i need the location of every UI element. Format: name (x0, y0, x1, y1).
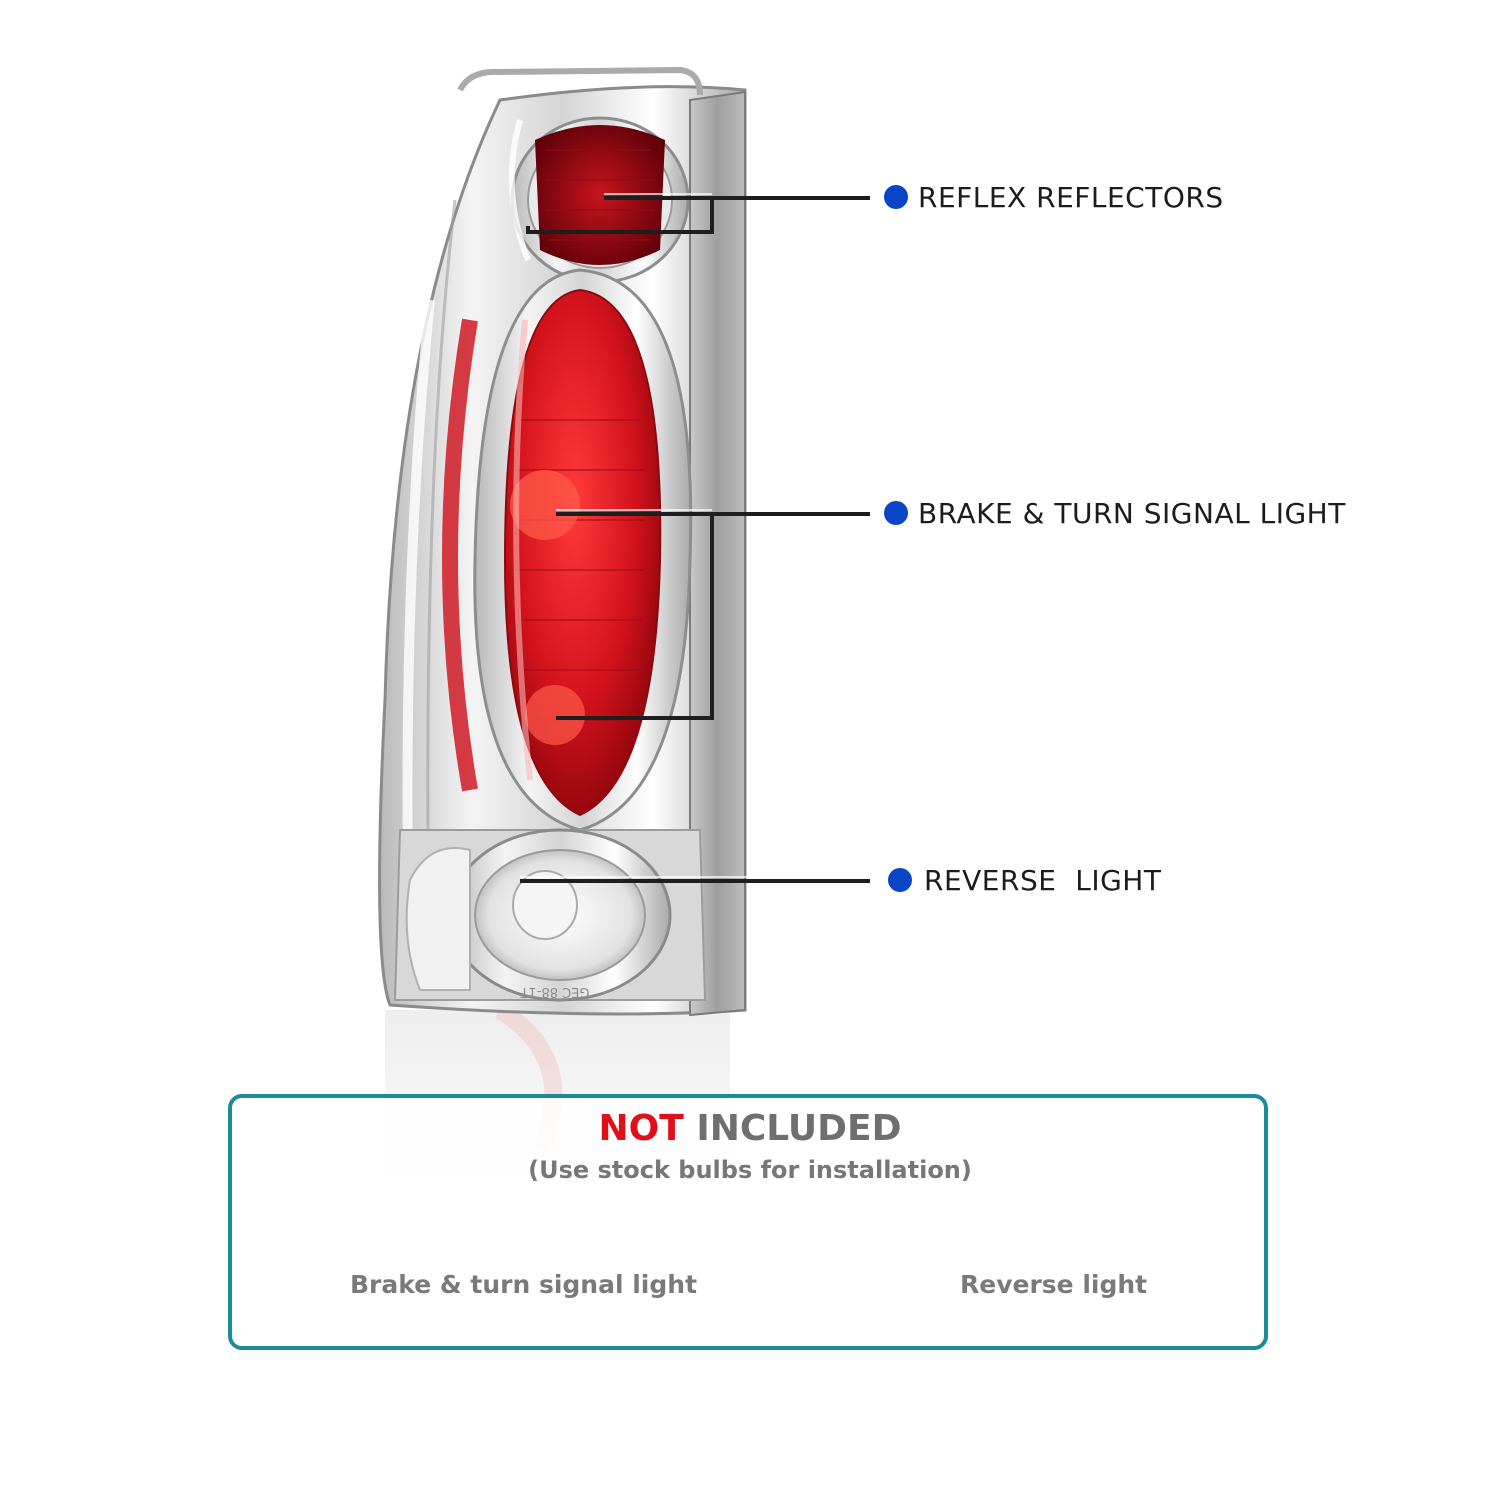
callout-label-reverse: REVERSE LIGHT (924, 864, 1162, 897)
leader-line-reflex (526, 196, 870, 234)
not-included-panel (228, 1094, 1268, 1350)
brake-turn-lens (442, 268, 693, 832)
not-word: NOT (598, 1108, 684, 1149)
callout-dot-reverse (888, 868, 912, 892)
callout-dot-brake (884, 501, 908, 525)
not-included-title: NOT INCLUDED (0, 1108, 1500, 1149)
leader-line-brake (556, 512, 870, 720)
bulb-label-reverse: Reverse light (960, 1270, 1148, 1299)
lens-marking: GEC 88-1T (520, 984, 589, 999)
reverse-light: GEC 88-1T (393, 828, 707, 1002)
callout-dot-reflex (884, 185, 908, 209)
included-word: INCLUDED (683, 1108, 902, 1149)
callout-label-reflex: REFLEX REFLECTORS (918, 181, 1224, 214)
callout-label-brake: BRAKE & TURN SIGNAL LIGHT (918, 497, 1346, 530)
bulb-label-brake: Brake & turn signal light (350, 1270, 698, 1299)
not-included-subtitle: (Use stock bulbs for installation) (528, 1156, 972, 1184)
leader-lines (520, 196, 870, 883)
